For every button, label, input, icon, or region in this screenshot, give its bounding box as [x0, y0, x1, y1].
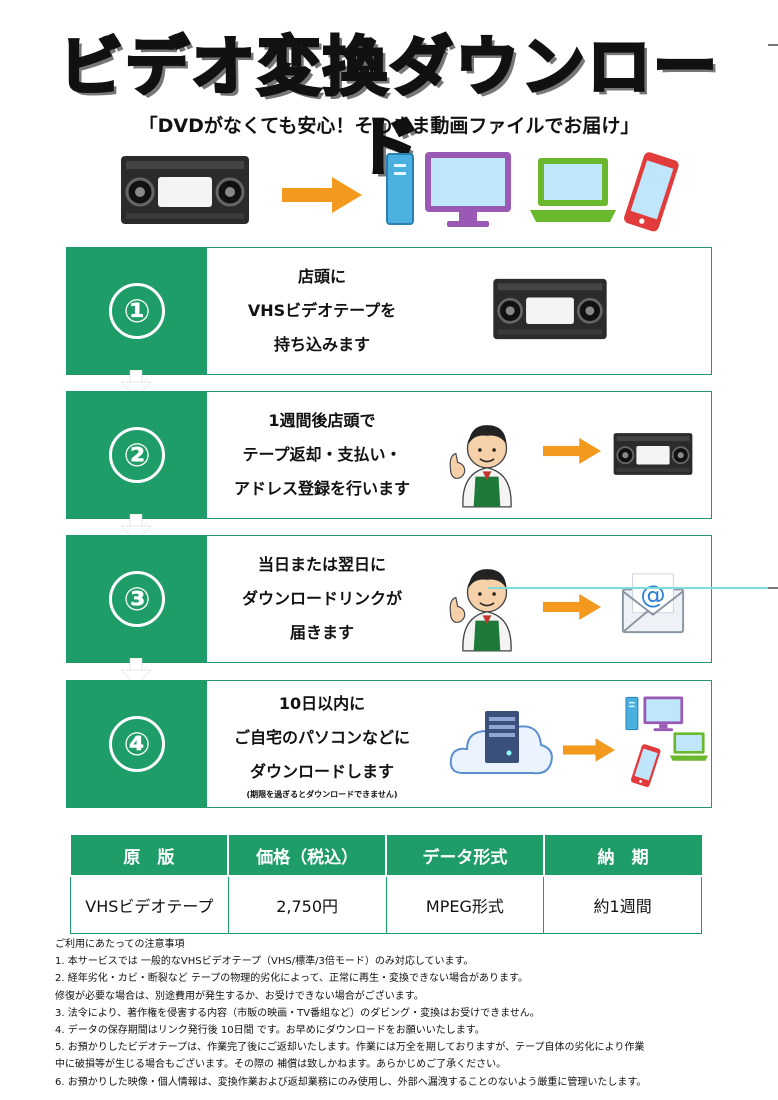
step-line: アドレス登録を行います	[233, 479, 410, 498]
smartphone-icon	[622, 150, 681, 233]
page-subtitle: 「DVDがなくても安心！そのまま動画ファイルでお届け」	[138, 115, 640, 137]
service-info-table: 原 版 価格（税込） データ形式 納 期 VHSビデオテープ 2,750円 MP…	[70, 835, 702, 934]
table-header-row: 原 版 価格（税込） データ形式 納 期	[70, 835, 702, 877]
step-note: (期限を過ぎるとダウンロードできません)	[246, 790, 398, 799]
step-number: ①	[109, 283, 165, 339]
step-line: 10日以内に	[278, 694, 366, 713]
notes-line: 4. データの保存期間はリンク発行後 10日間 です。お早めにダウンロードをお願…	[55, 1025, 485, 1037]
table-cell: 約1週間	[543, 875, 702, 934]
notes-line: 修復が必要な場合は、別途費用が発生するか、お受けできない場合がございます。	[55, 990, 424, 1002]
smartphone-icon	[630, 743, 662, 788]
orange-arrow-icon	[543, 437, 601, 465]
desktop-pc-icon	[386, 151, 512, 228]
laptop-icon	[669, 732, 709, 761]
edge-mark	[768, 44, 778, 46]
step-illustration	[449, 568, 685, 652]
step-illustration	[449, 424, 693, 508]
step-line: ダウンロードリンクが	[241, 589, 402, 608]
laptop-icon	[530, 158, 616, 222]
table-header: 価格（税込）	[227, 835, 387, 877]
vhs-tape-icon	[492, 278, 608, 340]
step-illustration	[492, 278, 608, 340]
staff-thumbs-up-icon	[449, 568, 512, 652]
notes-line: 5. お預かりしたビデオテープは、作業完了後にご返却いたします。作業には万全を期…	[55, 1042, 645, 1054]
notes-line: 中に破損等が生じる場合もございます。その際の 補償は致しかねます。あらかじめご了…	[55, 1059, 507, 1071]
step-number-box: ①	[67, 248, 207, 374]
step-line: ご自宅のパソコンなどに	[233, 728, 410, 747]
step-4: ④ 10日以内に ご自宅のパソコンなどに ダウンロードします (期限を過ぎるとダ…	[66, 680, 712, 808]
desktop-pc-icon	[625, 695, 684, 732]
cloud-server-icon	[449, 710, 553, 775]
notes-line: 2. 経年劣化・カビ・断裂など テープの物理的劣化によって、正常に再生・変換でき…	[55, 973, 528, 985]
vhs-tape-icon	[120, 155, 250, 225]
step-number-box: ③	[67, 536, 207, 662]
step-text: 店頭に VHSビデオテープを 持ち込みます	[207, 248, 437, 374]
step-line: ダウンロードします	[249, 762, 394, 781]
step-1: ① 店頭に VHSビデオテープを 持ち込みます	[66, 247, 712, 375]
table-cell: VHSビデオテープ	[70, 875, 229, 934]
step-number-box: ②	[67, 392, 207, 518]
step-line: 当日または翌日に	[257, 555, 386, 574]
table-header: 納 期	[542, 835, 702, 877]
step-number: ④	[109, 716, 165, 772]
page-title: ビデオ変換ダウンロード	[58, 30, 719, 187]
step-text: 1週間後店頭で テープ返却・支払い・ アドレス登録を行います	[207, 392, 437, 518]
edge-mark	[768, 587, 778, 589]
hero-illustration	[120, 150, 681, 233]
step-line: 1週間後店頭で	[268, 411, 376, 430]
step-text: 当日または翌日に ダウンロードリンクが 届きます	[207, 536, 437, 662]
table-cell: MPEG形式	[385, 875, 545, 934]
notes-line: 6. お預かりした映像・個人情報は、変換作業および返却業務にのみ使用し、外部へ漏…	[55, 1076, 647, 1088]
guide-line	[488, 587, 768, 589]
notes-line: 1. 本サービスでは 一般的なVHSビデオテープ（VHS/標準/3倍モード）のみ…	[55, 956, 474, 968]
step-number: ②	[109, 427, 165, 483]
step-line: 届きます	[289, 623, 354, 642]
step-3: ③ 当日または翌日に ダウンロードリンクが 届きます	[66, 535, 712, 663]
step-text: 10日以内に ご自宅のパソコンなどに ダウンロードします (期限を過ぎるとダウン…	[207, 681, 437, 807]
orange-arrow-icon	[282, 177, 362, 213]
step-number-box: ④	[67, 681, 207, 807]
table-row: VHSビデオテープ 2,750円 MPEG形式 約1週間	[70, 875, 702, 934]
step-line: 持ち込みます	[273, 335, 370, 354]
email-envelope-icon	[621, 572, 685, 634]
step-line: テープ返却・支払い・	[242, 445, 402, 464]
step-line: VHSビデオテープを	[247, 301, 397, 320]
orange-arrow-icon	[543, 593, 601, 621]
staff-thumbs-up-icon	[449, 424, 512, 508]
step-illustration	[449, 695, 709, 788]
step-number: ③	[109, 571, 165, 627]
usage-notes: ご利用にあたっての注意事項 1. 本サービスでは 一般的なVHSビデオテープ（V…	[55, 936, 755, 1091]
step-line: 店頭に	[297, 267, 346, 286]
orange-arrow-icon	[563, 738, 615, 762]
table-header: 原 版	[70, 835, 230, 877]
vhs-tape-icon	[613, 432, 693, 476]
table-cell: 2,750円	[227, 875, 387, 934]
notes-heading: ご利用にあたっての注意事項	[55, 939, 185, 950]
table-header: データ形式	[385, 835, 545, 877]
notes-line: 3. 法令により、著作権を侵害する内容（市販の映画・TV番組など）のダビング・変…	[55, 1007, 540, 1019]
step-2: ② 1週間後店頭で テープ返却・支払い・ アドレス登録を行います	[66, 391, 712, 519]
